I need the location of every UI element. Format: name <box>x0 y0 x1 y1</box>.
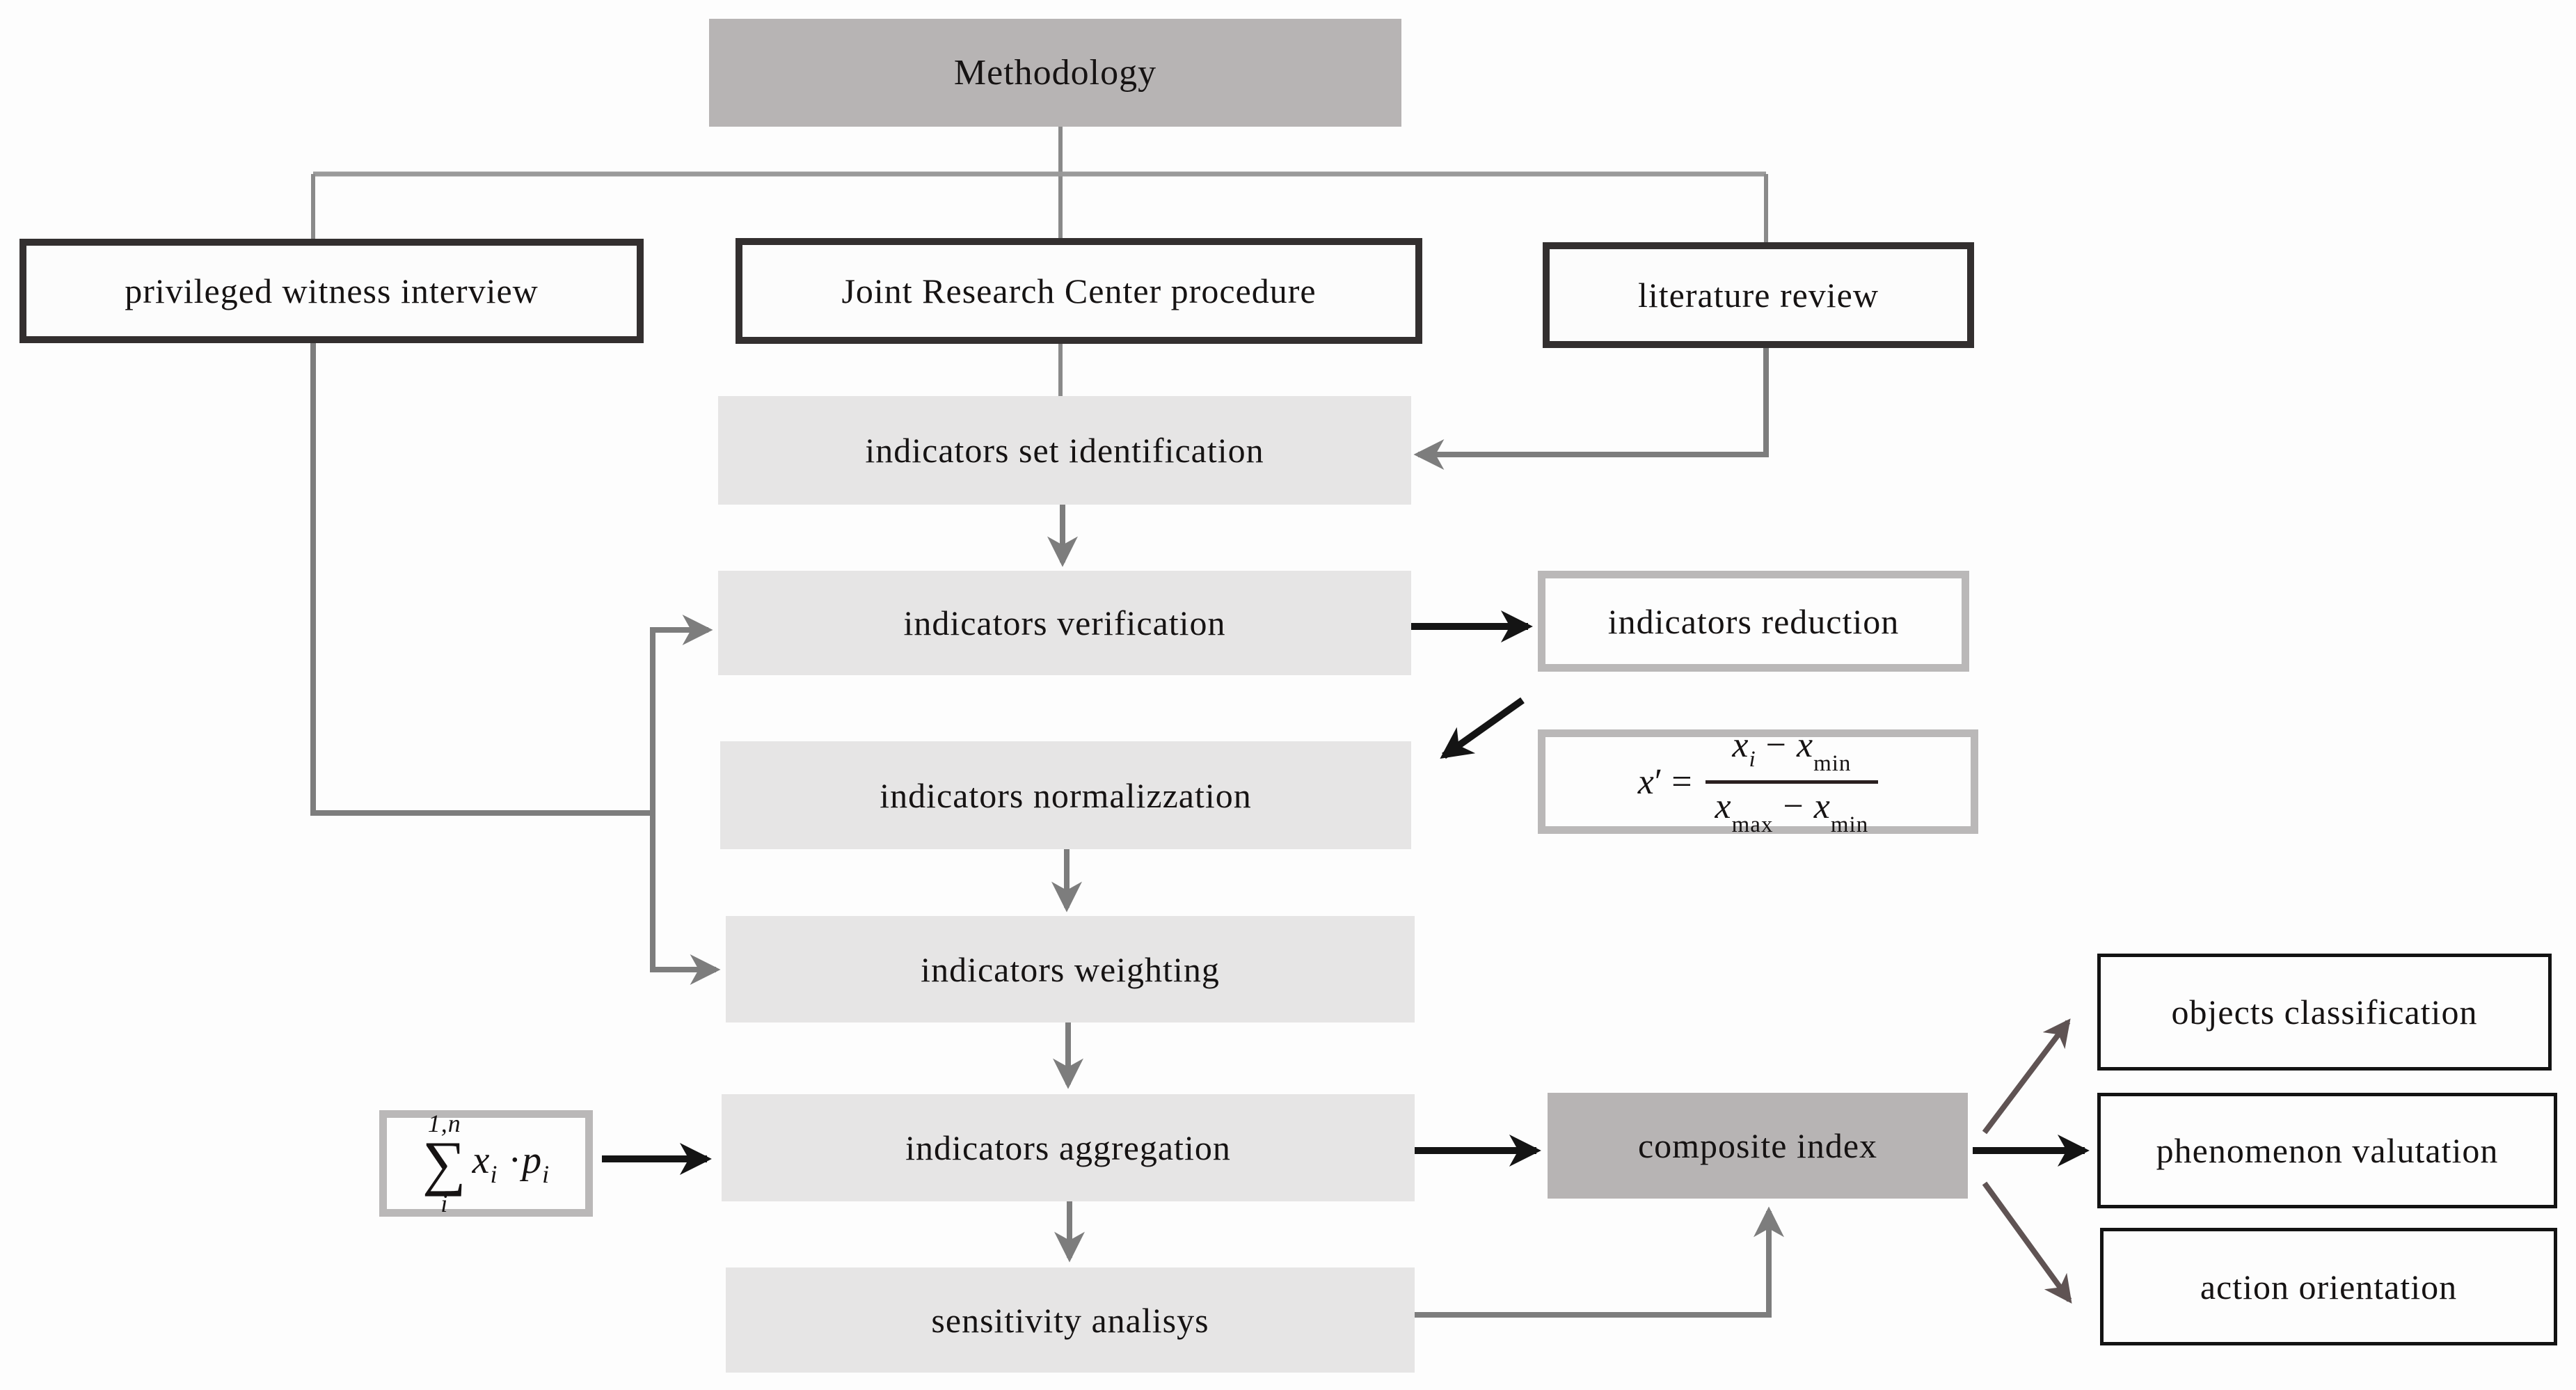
arrow-reduction-to-normalizzation <box>1440 697 1525 759</box>
aggregation-formula: 1,n ∑ i xi ·pi <box>422 1111 550 1216</box>
source-box-literature-review: literature review <box>1543 242 1974 348</box>
output-box-objects-classification: objects classification <box>2097 954 2552 1071</box>
step-box-indicators-aggregation: indicators aggregation <box>722 1094 1415 1201</box>
sum-expression: xi ·pi <box>472 1138 550 1189</box>
indicators-normalizzation-label: indicators normalizzation <box>880 775 1252 815</box>
sum-term-b: p <box>522 1139 543 1182</box>
arrow-privileged-to-verification <box>650 615 713 813</box>
norm-den-b-sub: min <box>1830 812 1869 837</box>
arrow-literature-to-set-identification <box>1413 348 1769 470</box>
sigma-subscript: i <box>440 1190 449 1218</box>
aggregation-formula-box: 1,n ∑ i xi ·pi <box>379 1110 593 1217</box>
joint-research-center-procedure-label: Joint Research Center procedure <box>841 271 1317 310</box>
indicators-aggregation-label: indicators aggregation <box>905 1128 1231 1167</box>
arrow-sensitivity-to-composite <box>1411 1206 1784 1318</box>
source-box-joint-research-center-procedure: Joint Research Center procedure <box>736 238 1422 344</box>
normalization-formula: x′ = xi − xmin xmax − xmin <box>1637 725 1879 837</box>
norm-numerator: xi − xmin <box>1722 725 1861 776</box>
step-box-indicators-set-identification: indicators set identification <box>718 396 1411 505</box>
norm-num-b: x <box>1796 725 1814 765</box>
composite-index-label: composite index <box>1637 1126 1878 1165</box>
step-box-indicators-normalizzation: indicators normalizzation <box>720 741 1411 849</box>
norm-equals: = <box>1671 761 1693 802</box>
norm-lhs-var: x <box>1637 761 1655 802</box>
sum-term-a: x <box>472 1139 491 1182</box>
phenomenon-valutation-label: phenomenon valutation <box>2156 1131 2499 1170</box>
privileged-witness-interview-label: privileged witness interview <box>125 271 539 310</box>
norm-num-minus: − <box>1765 725 1787 765</box>
sum-dot: · <box>508 1139 523 1182</box>
step-box-sensitivity-analisys: sensitivity analisys <box>726 1267 1415 1373</box>
norm-denominator: xmax − xmin <box>1706 786 1879 837</box>
sum-term-b-sub: i <box>542 1160 550 1188</box>
norm-num-a: x <box>1732 725 1749 765</box>
norm-den-a-sub: max <box>1731 812 1774 837</box>
composite-index-box: composite index <box>1548 1093 1968 1199</box>
arrow-privileged-to-weighting <box>650 813 721 985</box>
norm-num-b-sub: min <box>1813 750 1852 776</box>
sensitivity-analisys-label: sensitivity analisys <box>931 1300 1209 1340</box>
line-privileged-feedback <box>310 343 653 816</box>
arrow-composite-to-action-orientation <box>1982 1181 2072 1304</box>
fraction-bar <box>1705 780 1879 784</box>
indicators-weighting-label: indicators weighting <box>921 949 1220 989</box>
side-box-indicators-reduction: indicators reduction <box>1538 571 1969 672</box>
output-box-phenomenon-valutation: phenomenon valutation <box>2097 1093 2557 1208</box>
literature-review-label: literature review <box>1638 276 1879 315</box>
norm-lhs-prime: ′ <box>1654 761 1664 802</box>
indicators-reduction-label: indicators reduction <box>1607 601 1900 641</box>
normalization-formula-box: x′ = xi − xmin xmax − xmin <box>1538 725 1978 837</box>
methodology-title-label: Methodology <box>953 53 1157 93</box>
arrow-composite-to-objects-classification <box>1982 1018 2071 1135</box>
source-box-privileged-witness-interview: privileged witness interview <box>19 239 644 343</box>
norm-den-a: x <box>1715 786 1732 826</box>
output-box-action-orientation: action orientation <box>2100 1228 2557 1345</box>
sigma-symbol: ∑ <box>422 1129 467 1197</box>
norm-den-b: x <box>1813 786 1831 826</box>
action-orientation-label: action orientation <box>2200 1267 2458 1306</box>
indicators-verification-label: indicators verification <box>903 603 1226 642</box>
sum-term-a-sub: i <box>490 1160 498 1188</box>
objects-classification-label: objects classification <box>2171 993 2478 1032</box>
step-box-indicators-weighting: indicators weighting <box>726 916 1415 1022</box>
step-box-indicators-verification: indicators verification <box>718 571 1411 675</box>
norm-num-a-sub: i <box>1749 746 1756 772</box>
norm-den-minus: − <box>1783 786 1804 826</box>
methodology-title-box: Methodology <box>709 19 1401 127</box>
norm-fraction: xi − xmin xmax − xmin <box>1705 725 1879 837</box>
sigma-superscript: 1,n <box>427 1109 461 1137</box>
indicators-set-identification-label: indicators set identification <box>865 431 1264 470</box>
sigma-stack: 1,n ∑ i <box>422 1111 467 1216</box>
